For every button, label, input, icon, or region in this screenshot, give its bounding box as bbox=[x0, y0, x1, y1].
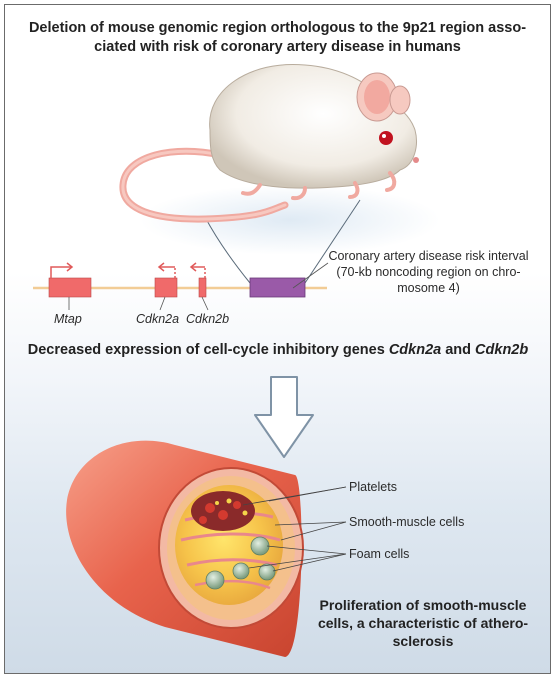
mouse-icon bbox=[209, 63, 419, 201]
blood-vessel-icon bbox=[66, 440, 304, 657]
foam-cells-leaders bbox=[248, 545, 347, 572]
expression-gene-2: Cdkn2b bbox=[475, 342, 529, 358]
conclusion: Proliferation of smooth-muscle cells, a … bbox=[305, 596, 541, 650]
risk-interval-leader bbox=[292, 262, 329, 289]
expression-prefix: Decreased expression of cell-cycle inhib… bbox=[27, 342, 389, 358]
risk-interval-line-2: (70-kb noncoding region on chro- bbox=[336, 265, 521, 279]
figure-title: Deletion of mouse genomic region ortholo… bbox=[28, 20, 527, 55]
cdkn2a-leader bbox=[159, 296, 166, 311]
risk-interval-box bbox=[249, 277, 306, 298]
gene-label-cdkn2b: Cdkn2b bbox=[186, 312, 230, 326]
mtap-arrow-icon bbox=[50, 262, 74, 278]
figure-frame: Deletion of mouse genomic region ortholo… bbox=[4, 4, 551, 674]
risk-interval-label: Coronary artery disease risk interval (7… bbox=[321, 248, 536, 296]
conclusion-line-3: sclerosis bbox=[392, 633, 454, 649]
label-smooth-muscle: Smooth-muscle cells bbox=[349, 515, 465, 529]
platelets-leaders bbox=[242, 486, 347, 506]
smooth-muscle-leaders bbox=[274, 521, 347, 541]
cdkn2b-gene-box bbox=[198, 277, 207, 298]
risk-interval-line-3: mosome 4) bbox=[397, 281, 460, 295]
expression-gene-1: Cdkn2a bbox=[388, 342, 442, 358]
cdkn2b-arrow-icon bbox=[189, 262, 206, 278]
expression-and: and bbox=[441, 342, 476, 358]
cdkn2a-gene-box bbox=[154, 277, 178, 298]
cdkn2a-arrow-icon bbox=[157, 262, 176, 278]
illustration bbox=[33, 63, 440, 657]
zoom-line-left bbox=[204, 216, 251, 284]
mouse-glow bbox=[140, 185, 440, 255]
cdkn2b-leader bbox=[201, 296, 209, 311]
conclusion-line-2: cells, a characteristic of athero- bbox=[317, 615, 529, 631]
expression-statement: Decreased expression of cell-cycle inhib… bbox=[23, 342, 533, 358]
mtap-gene-box bbox=[48, 277, 92, 298]
risk-interval-line-1: Coronary artery disease risk interval bbox=[328, 249, 529, 263]
gene-label-mtap: Mtap bbox=[54, 312, 82, 326]
down-arrow-icon bbox=[254, 376, 314, 458]
label-foam-cells: Foam cells bbox=[349, 547, 410, 561]
label-platelets: Platelets bbox=[349, 480, 397, 494]
conclusion-line-1: Proliferation of smooth-muscle bbox=[319, 597, 527, 613]
gene-label-cdkn2a: Cdkn2a bbox=[136, 312, 180, 326]
